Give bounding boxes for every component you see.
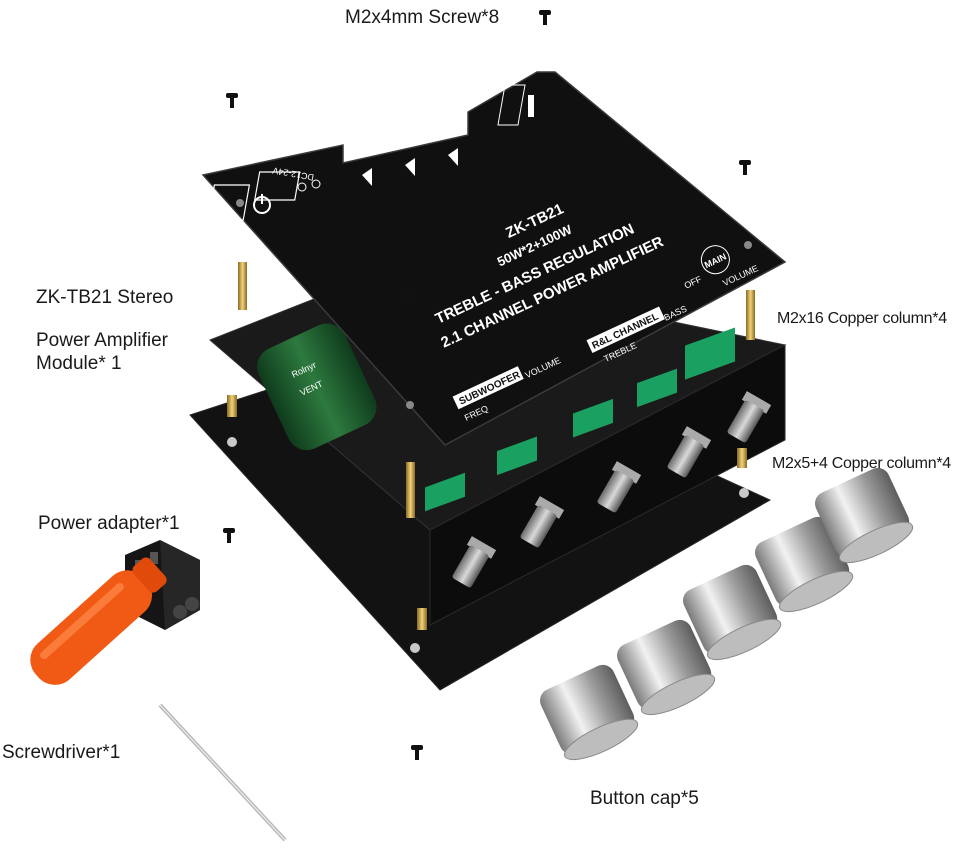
button-caps [540, 467, 914, 761]
module-label-line1: ZK-TB21 Stereo [36, 287, 174, 308]
screwdriver [30, 557, 287, 842]
power-icon [207, 184, 271, 221]
screwdriver-label: Screwdriver*1 [2, 742, 121, 763]
base-hole [227, 437, 237, 447]
speaker-icon [362, 148, 458, 186]
caps-label: Button cap*5 [590, 788, 699, 809]
module-label: ZK-TB21 Stereo Power Amplifier Module* 1 [36, 286, 206, 375]
module-label-line2: Power Amplifier [36, 330, 168, 351]
base-hole [739, 488, 749, 498]
bluetooth-icon [497, 84, 534, 126]
potentiometers [452, 391, 772, 588]
adapter-label: Power adapter*1 [38, 513, 180, 534]
top-lid: BT DC12-24V ZK-TB21 50W*2+100W TREBLE - … [201, 71, 787, 446]
copper5-label: M2x5+4 Copper column*4 [772, 455, 951, 472]
dc-jack-icon [254, 171, 321, 201]
copper16-label: M2x16 Copper column*4 [777, 310, 947, 327]
capacitor: Rolnyr VENT [257, 323, 377, 451]
bt-label: BT [463, 96, 476, 107]
screws-label: M2x4mm Screw*8 [345, 7, 500, 28]
copper-columns [227, 262, 755, 630]
base-hole [410, 643, 420, 653]
terminal-blocks [425, 327, 735, 512]
module-label-line3: Module* 1 [36, 353, 122, 374]
